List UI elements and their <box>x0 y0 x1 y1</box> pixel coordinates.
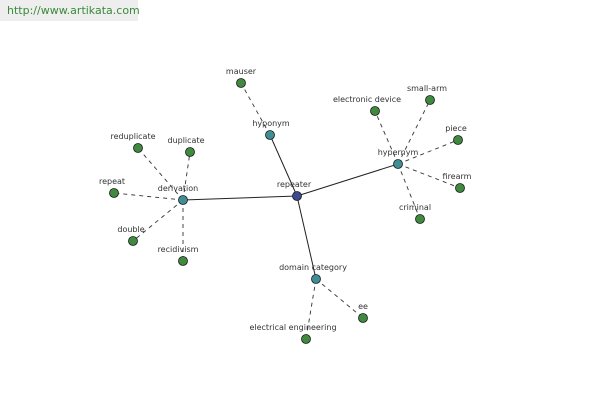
node-duplicate[interactable] <box>185 147 195 157</box>
edge-repeater-domain-category <box>296 195 317 280</box>
node-double[interactable] <box>128 236 138 246</box>
node-recidivism[interactable] <box>178 256 188 266</box>
node-small-arm[interactable] <box>425 95 435 105</box>
node-label-derivation: derivation <box>158 184 198 193</box>
edge-domain-category-electrical-engineering <box>305 278 317 340</box>
edge-derivation-reduplicate <box>137 147 184 201</box>
node-hypernym[interactable] <box>393 159 403 169</box>
node-ee[interactable] <box>358 313 368 323</box>
edge-repeater-hypernym <box>296 163 399 197</box>
node-repeat[interactable] <box>109 188 119 198</box>
labels-layer: repeater hyponym hypernym derivation domain … <box>99 67 472 332</box>
edge-hypernym-small-arm <box>397 99 431 165</box>
node-label-criminal: criminal <box>399 203 431 212</box>
node-label-hyponym: hyponym <box>252 119 290 128</box>
node-firearm[interactable] <box>455 183 465 193</box>
node-label-small-arm: small-arm <box>407 84 447 93</box>
edges-layer <box>113 82 461 340</box>
node-reduplicate[interactable] <box>133 143 143 153</box>
node-label-electrical-engineering: electrical engineering <box>249 323 336 332</box>
node-derivation[interactable] <box>178 195 188 205</box>
node-label-hypernym: hypernym <box>378 148 419 157</box>
node-label-duplicate: duplicate <box>167 136 204 145</box>
node-label-double: double <box>117 225 144 234</box>
edge-domain-category-ee <box>315 278 364 319</box>
node-criminal[interactable] <box>415 214 425 224</box>
node-label-ee: ee <box>358 302 368 311</box>
node-label-domain-category: domain category <box>279 263 347 272</box>
edge-hypernym-piece <box>397 139 459 165</box>
node-piece[interactable] <box>453 135 463 145</box>
node-electronic-device[interactable] <box>370 106 380 116</box>
node-domain-category[interactable] <box>311 274 321 284</box>
node-electrical-engineering[interactable] <box>301 334 311 344</box>
node-label-electronic-device: electronic device <box>333 95 401 104</box>
node-label-repeater: repeater <box>277 180 312 189</box>
node-label-piece: piece <box>445 124 467 133</box>
edge-derivation-duplicate <box>182 151 191 201</box>
node-hyponym[interactable] <box>265 130 275 140</box>
node-repeater[interactable] <box>292 191 302 201</box>
edge-repeater-derivation <box>182 195 298 201</box>
edge-hyponym-mauser <box>240 82 271 136</box>
node-mauser[interactable] <box>236 78 246 88</box>
nodes-layer <box>109 78 465 344</box>
node-label-firearm: firearm <box>443 172 472 181</box>
edge-derivation-double <box>132 199 184 242</box>
site-url-link[interactable]: http://www.artikata.com <box>7 4 140 17</box>
edge-derivation-repeat <box>113 192 184 201</box>
edge-hypernym-criminal <box>397 163 421 220</box>
url-bar: http://www.artikata.com <box>0 0 140 21</box>
node-label-repeat: repeat <box>99 177 125 186</box>
node-label-recidivism: recidivism <box>158 245 199 254</box>
edge-hypernym-firearm <box>397 163 461 189</box>
node-label-reduplicate: reduplicate <box>110 132 155 141</box>
node-label-mauser: mauser <box>226 67 257 76</box>
edge-hypernym-electronic-device <box>374 110 399 165</box>
edge-repeater-hyponym <box>269 134 298 197</box>
